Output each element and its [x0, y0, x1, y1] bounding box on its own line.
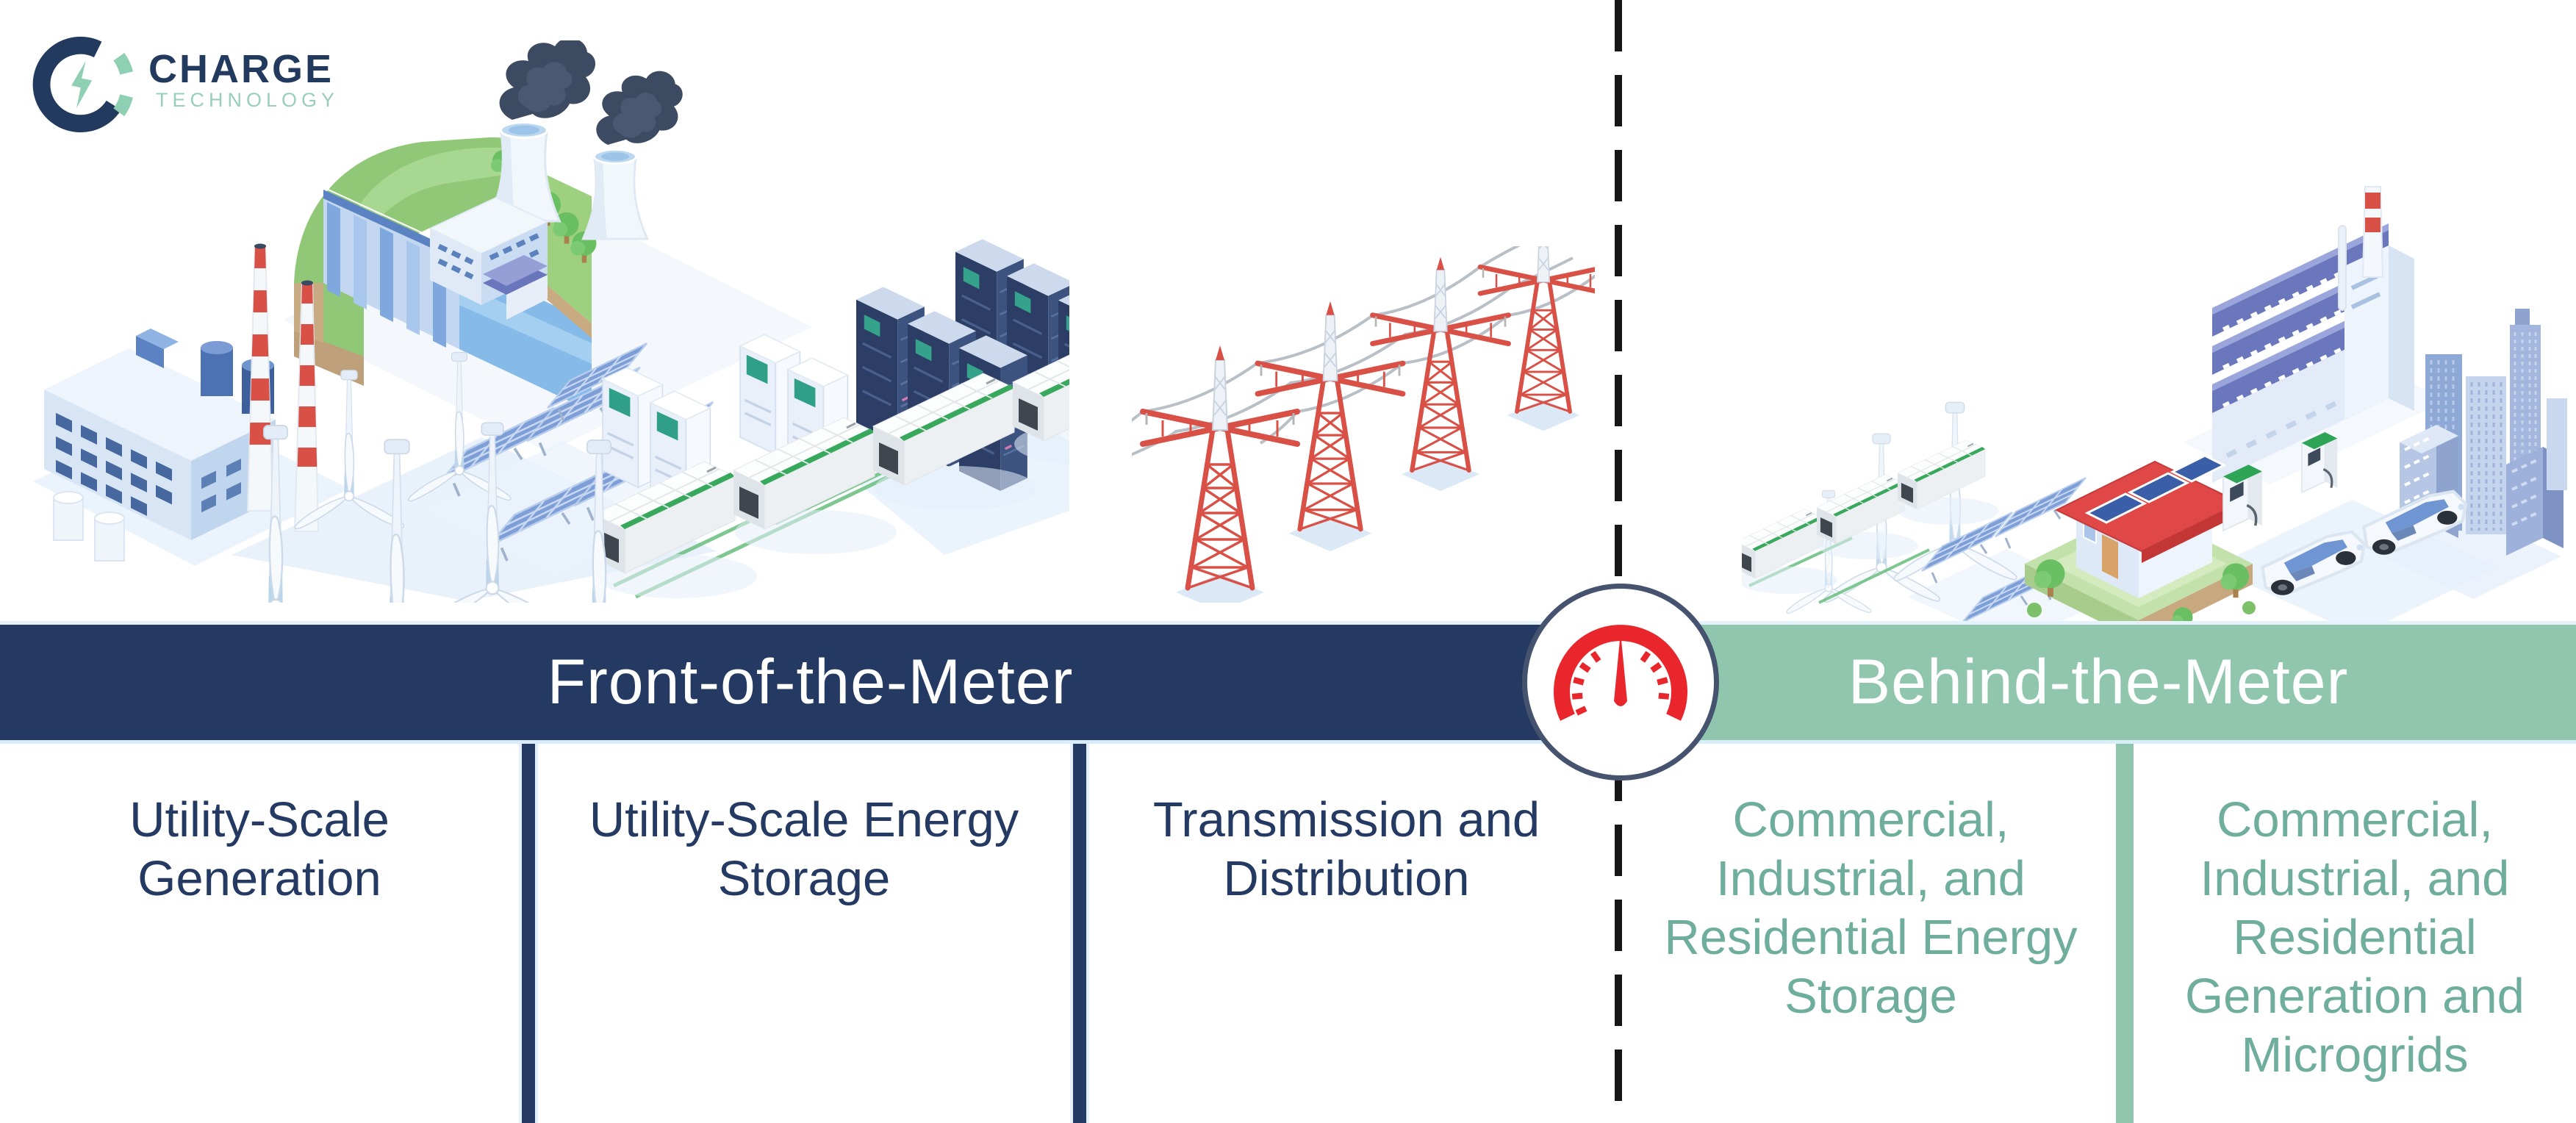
battery-container-farm: [592, 328, 1069, 600]
plant-building-icon: [428, 196, 550, 320]
transmission-tower-icon: [1480, 246, 1595, 431]
column-label-transmission-and-distribution: Transmission and Distribution: [1152, 792, 1540, 906]
meter-divider-dashed-line: [1615, 0, 1622, 1123]
utility-scale-generation-illustration: [33, 40, 1069, 603]
transmission-tower-icon: [1143, 345, 1297, 603]
column-divider: [519, 744, 538, 1123]
smoke-icon: [499, 40, 596, 120]
front-of-the-meter-banner: Front-of-the-Meter: [0, 621, 1621, 744]
coal-gas-plant-icon: [44, 243, 320, 562]
behind-the-meter-illustration: [1742, 186, 2567, 626]
charge-technology-logo: CHARGE TECHNOLOGY: [31, 33, 384, 136]
gauge-meter-icon: [1554, 625, 1687, 721]
striped-chimney-icon: [293, 280, 320, 532]
transmission-towers-illustration: [1132, 246, 1595, 603]
logo-tagline-text: TECHNOLOGY: [156, 89, 340, 111]
charge-c-bolt-icon: [32, 36, 133, 133]
behind-the-meter-label: Behind-the-Meter: [1848, 647, 2349, 717]
cooling-tower-icon: [581, 148, 649, 240]
transmission-tower-icon: [1257, 301, 1402, 551]
column-label-utility-scale-energy-storage: Utility-Scale Energy Storage: [589, 792, 1019, 906]
factory-icon: [2212, 186, 2414, 483]
smoke-icon: [596, 71, 683, 145]
column-label-cir-generation-and-microgrids: Commercial, Industrial, and Residential …: [2185, 792, 2525, 1083]
meter-circle: [1522, 584, 1719, 781]
column-divider: [2116, 744, 2134, 1123]
ev-charger-icon: [2222, 463, 2264, 532]
battery-container-farm: [1742, 439, 2000, 604]
column-label-cir-energy-storage: Commercial, Industrial, and Residential …: [1664, 792, 2078, 1024]
front-of-the-meter-label: Front-of-the-Meter: [547, 647, 1074, 717]
behind-the-meter-banner: Behind-the-Meter: [1621, 621, 2576, 744]
gauge-needle-icon: [1614, 632, 1627, 706]
column-label-utility-scale-generation: Utility-Scale Generation: [129, 792, 390, 906]
logo-brand-text: CHARGE: [148, 47, 334, 91]
ev-charger-icon: [2300, 431, 2339, 494]
solar-roof-house-icon: [2025, 454, 2256, 626]
city-buildings-icon: [2400, 309, 2567, 556]
battery-container-icon: [1897, 439, 2000, 526]
column-divider: [1070, 744, 1089, 1123]
striped-chimney-icon: [246, 243, 274, 512]
